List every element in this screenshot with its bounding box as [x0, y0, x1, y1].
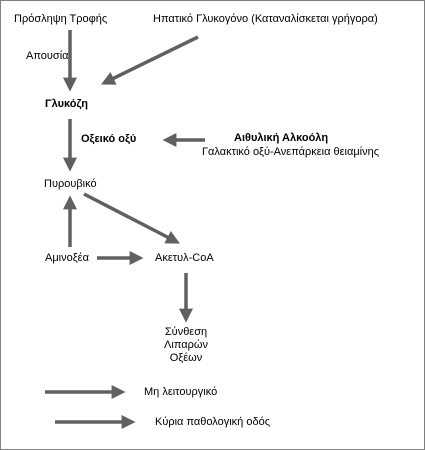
arrow-glycogen-to-glucose: [100, 35, 199, 85]
pyruvate-label: Πυρουβικό: [44, 178, 97, 190]
fatty-acid-synthesis-line-3: Οξέων: [169, 352, 203, 364]
legend-main-pathological-label: Κύρια παθολογική οδός: [155, 416, 271, 428]
legend-non-functional-label: Μη λειτουργικό: [144, 386, 218, 398]
acetyl-coa-label: Ακετυλ-CoA: [155, 252, 214, 264]
ethyl-alcohol-note: Γαλακτικό οξύ-Ανεπάρκεια θειαμίνης: [202, 146, 380, 158]
hepatic-glycogen-label: Ηπατικό Γλυκογόνο (Καταναλίσκεται γρήγορ…: [153, 13, 378, 25]
lactic-acid-label: Οξεικό οξύ: [81, 133, 137, 145]
food-intake-label: Πρόσληψη Τροφής: [14, 13, 108, 25]
ethyl-alcohol-label: Αιθυλική Αλκοόλη: [234, 132, 329, 144]
arrow-pyruvate-to-acetylcoa: [83, 192, 180, 244]
amino-acids-label: Αμινοξέα: [45, 252, 89, 264]
fatty-acid-synthesis-label: Σύνθεση Λιπαρών Οξέων: [150, 326, 222, 365]
fatty-acid-synthesis-line-1: Σύνθεση: [164, 326, 208, 338]
fatty-acid-synthesis-line-2: Λιπαρών: [164, 339, 208, 351]
absence-label: Απουσία: [26, 50, 69, 62]
glucose-label: Γλυκόζη: [45, 98, 88, 110]
